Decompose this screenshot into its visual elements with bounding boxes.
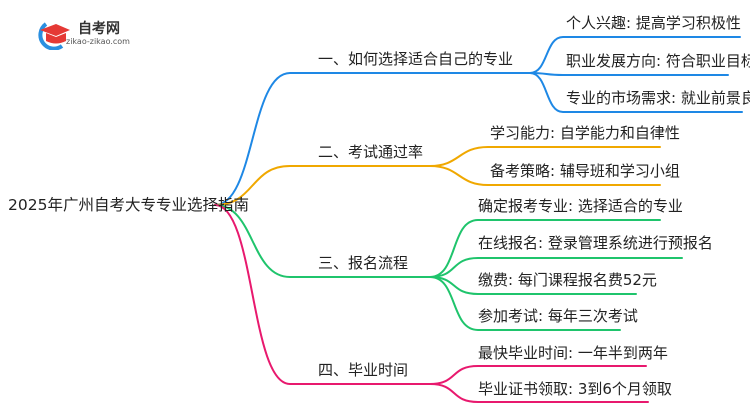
connector-b1-l1 [529, 36, 741, 74]
logo-title: 自考网 [78, 21, 120, 37]
branch-3[interactable]: 三、报名流程 [318, 254, 409, 272]
leaf-1-2[interactable]: 职业发展方向: 符合职业目标 [566, 52, 750, 70]
leaf-2-1[interactable]: 学习能力: 自学能力和自律性 [490, 124, 680, 142]
connector-b4-l2 [429, 383, 649, 403]
connector-root-b3 [214, 204, 431, 278]
leaf-3-2[interactable]: 在线报名: 登录管理系统进行预报名 [478, 234, 713, 252]
branch-1[interactable]: 一、如何选择适合自己的专业 [318, 50, 514, 68]
leaf-4-1[interactable]: 最快毕业时间: 一年半到两年 [478, 344, 668, 362]
connector-b1-l2 [529, 72, 729, 76]
leaf-1-1[interactable]: 个人兴趣: 提高学习积极性 [566, 14, 741, 32]
root-node[interactable]: 2025年广州自考大专专业选择指南 [8, 196, 249, 214]
site-logo[interactable]: 自考网 zikao-zikao.com [32, 20, 142, 50]
leaf-4-2[interactable]: 毕业证书领取: 3到6个月领取 [478, 380, 672, 398]
connector-b2-l2 [429, 165, 661, 186]
graduation-cap-icon [38, 22, 70, 50]
connector-b2-l1 [429, 146, 661, 167]
leaf-3-3[interactable]: 缴费: 每门课程报名费52元 [478, 271, 657, 289]
connector-root-b4 [214, 204, 431, 385]
connector-b1-l3 [529, 72, 743, 113]
leaf-3-4[interactable]: 参加考试: 每年三次考试 [478, 307, 638, 325]
connector-root-b2 [214, 165, 431, 206]
leaf-2-2[interactable]: 备考策略: 辅导班和学习小组 [490, 162, 680, 180]
connector-b3-l1 [429, 219, 661, 278]
logo-url: zikao-zikao.com [66, 37, 130, 46]
connector-b3-l2 [429, 257, 683, 278]
leaf-1-3[interactable]: 专业的市场需求: 就业前景良好 [566, 89, 750, 107]
connector-b3-l4 [429, 276, 621, 331]
connector-b3-l3 [429, 276, 637, 295]
connector-b4-l1 [429, 365, 647, 385]
branch-4[interactable]: 四、毕业时间 [318, 361, 409, 379]
leaf-3-1[interactable]: 确定报考专业: 选择适合的专业 [478, 197, 683, 215]
connector-root-b1 [214, 72, 531, 206]
branch-2[interactable]: 二、考试通过率 [318, 143, 424, 161]
